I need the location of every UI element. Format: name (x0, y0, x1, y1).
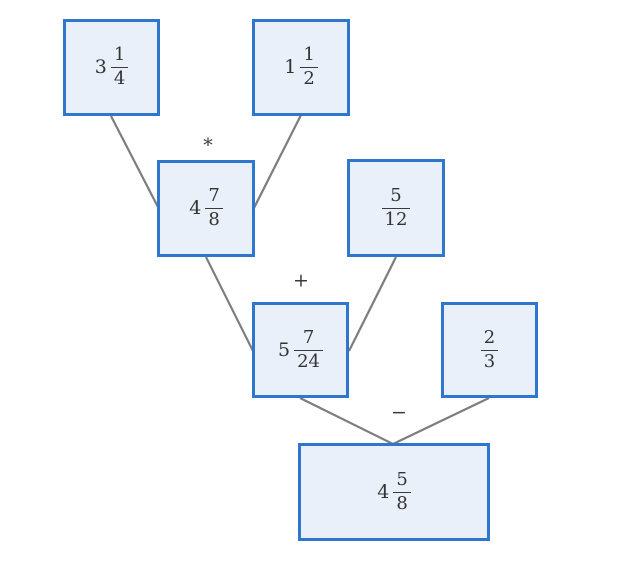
add-operator-label: + (293, 269, 309, 292)
whole-number: 5 (278, 338, 291, 361)
edge-4-7-8-to-5-7-24 (205, 256, 254, 352)
denominator: 2 (300, 67, 318, 90)
node-result-4-5-8: 4 5 8 (298, 443, 490, 541)
denominator: 3 (480, 349, 499, 373)
whole-number: 3 (94, 56, 107, 78)
numerator: 1 (303, 44, 315, 66)
fraction-value: 3 1 4 (95, 45, 129, 89)
node-operand-2-3: 2 3 (441, 302, 538, 398)
fraction: 7 8 (205, 185, 223, 231)
denominator: 8 (205, 208, 223, 231)
numerator: 7 (302, 326, 315, 348)
subtract-operator-label: − (391, 401, 407, 424)
numerator: 1 (113, 44, 126, 66)
fraction: 1 4 (110, 44, 129, 90)
whole-number: 4 (189, 197, 202, 219)
multiply-operator-label: * (203, 134, 213, 157)
edge-3-1-4-to-4-7-8 (110, 115, 160, 210)
node-result-4-7-8: 4 7 8 (157, 160, 255, 257)
whole-number: 1 (284, 56, 297, 78)
edge-2-3-to-4-5-8 (392, 397, 490, 445)
fraction: 7 24 (294, 326, 323, 373)
fraction-value: 5 12 (381, 184, 411, 231)
denominator: 12 (381, 207, 411, 231)
fraction-value: 2 3 (480, 326, 499, 373)
fraction-value: 5 7 24 (278, 326, 323, 373)
node-operand-5-12: 5 12 (347, 159, 445, 257)
fraction: 1 2 (300, 44, 318, 90)
fraction: 5 12 (381, 184, 411, 231)
fraction: 2 3 (480, 326, 499, 373)
fraction-value: 4 7 8 (189, 186, 223, 230)
numerator: 5 (390, 184, 402, 206)
edge-5-7-24-to-4-5-8 (299, 397, 394, 445)
fraction-value: 4 5 8 (377, 468, 411, 515)
fraction: 5 8 (393, 468, 411, 515)
node-result-5-7-24: 5 7 24 (252, 302, 349, 398)
edge-5-12-to-5-7-24 (348, 256, 397, 352)
node-operand-1-1-2: 1 1 2 (252, 19, 350, 116)
numerator: 7 (208, 185, 220, 207)
denominator: 8 (393, 491, 411, 515)
edge-1-1-2-to-4-7-8 (253, 114, 302, 209)
numerator: 5 (396, 468, 408, 490)
whole-number: 4 (377, 480, 390, 503)
denominator: 4 (110, 67, 129, 90)
node-operand-3-1-4: 3 1 4 (63, 19, 160, 116)
numerator: 2 (483, 326, 496, 348)
fraction-value: 1 1 2 (284, 45, 318, 89)
denominator: 24 (294, 349, 323, 373)
